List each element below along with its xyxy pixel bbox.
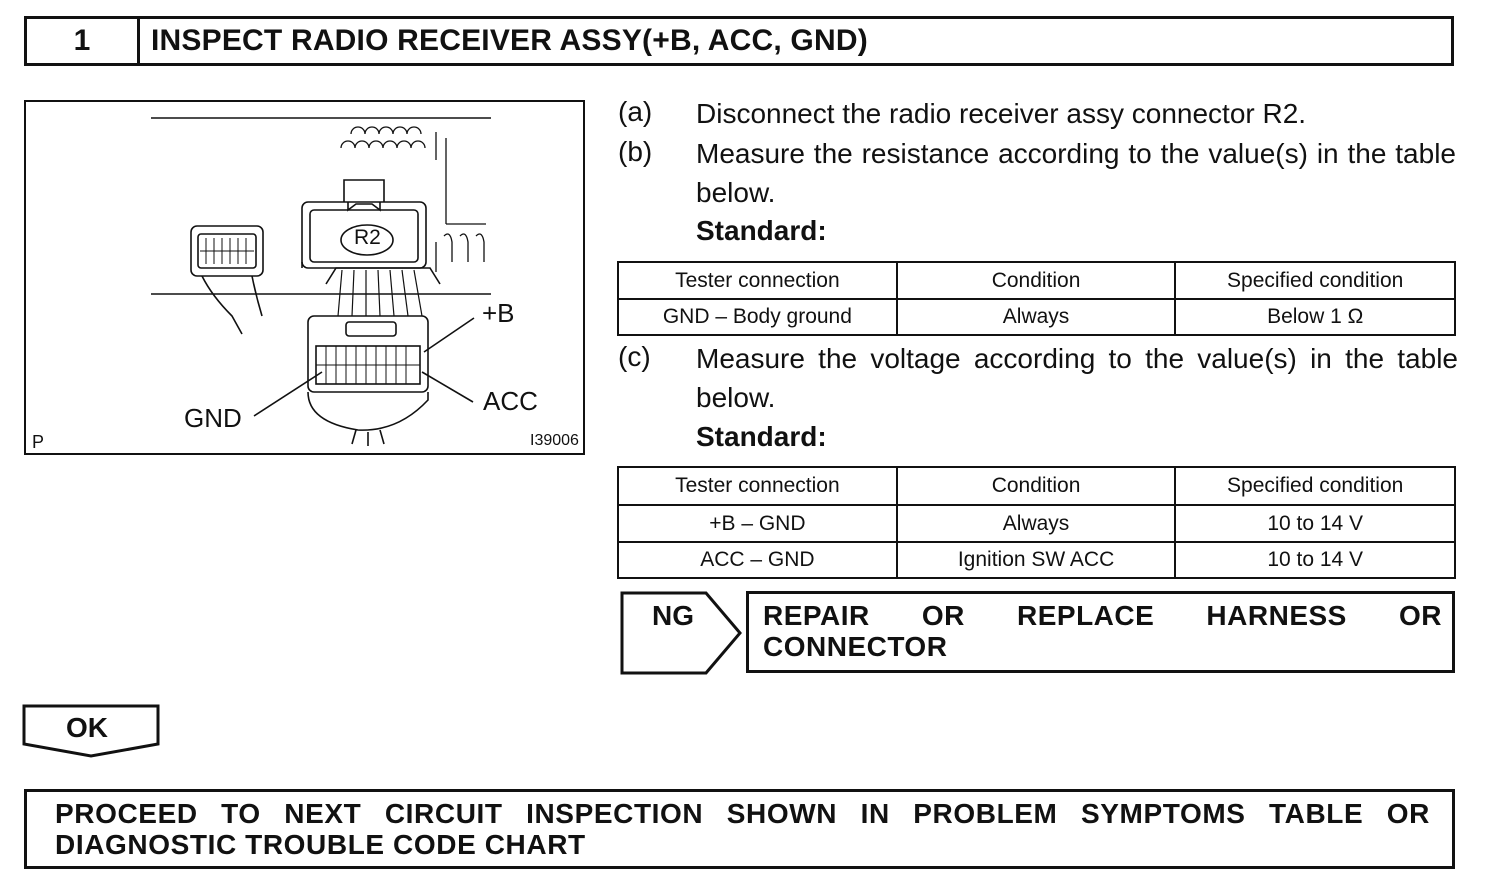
table-cell: ACC – GND [617,541,898,579]
connector-drawing [151,117,491,446]
table-cell: GND – Body ground [617,298,898,336]
ng-action-text: REPAIR OR REPLACE HARNESS OR CONNECTOR [763,600,1442,662]
step-number: 1 [27,19,140,63]
ng-action-box: REPAIR OR REPLACE HARNESS OR CONNECTOR [746,591,1455,673]
table-header: Specified condition [1174,466,1456,506]
step-c-text: Measure the voltage according to the val… [696,343,1458,413]
table-header: Specified condition [1174,261,1456,300]
step-b-letter: (b) [618,136,653,167]
step-title: INSPECT RADIO RECEIVER ASSY(+B, ACC, GND… [151,24,868,57]
table-header: Condition [895,466,1177,506]
table-header: Tester connection [617,261,898,300]
resistance-table: Tester connection Condition Specified co… [617,261,1456,336]
acc-label: ACC [483,386,538,416]
gnd-label: GND [184,403,242,433]
table-cell: Always [895,504,1177,543]
ng-label: NG [652,600,694,631]
table-header: Tester connection [617,466,898,506]
step-a-text: Disconnect the radio receiver assy conne… [696,98,1307,129]
voltage-table: Tester connection Condition Specified co… [617,466,1456,579]
next-action-box: PROCEED TO NEXT CIRCUIT INSPECTION SHOWN… [24,789,1455,869]
standard-label-resistance: Standard: [696,215,827,246]
table-cell: 10 to 14 V [1174,541,1456,579]
plus-b-label: +B [482,298,515,328]
table-cell: Below 1 Ω [1174,298,1456,336]
table-cell: Ignition SW ACC [895,541,1177,579]
step-a-letter: (a) [618,96,653,127]
step-b-text: Measure the resistance according to the … [696,138,1456,208]
ng-arrow-icon [620,591,742,675]
next-action-text: PROCEED TO NEXT CIRCUIT INSPECTION SHOWN… [55,798,1430,860]
figure-id: I39006 [530,432,579,449]
step-header: 1 INSPECT RADIO RECEIVER ASSY(+B, ACC, G… [24,16,1454,66]
standard-label-voltage: Standard: [696,421,827,452]
table-cell: Always [895,298,1177,336]
ok-arrow-icon [22,704,160,758]
figure-corner-label: P [32,432,45,452]
ok-label: OK [66,712,108,743]
table-cell: 10 to 14 V [1174,504,1456,543]
table-cell: +B – GND [617,504,898,543]
connector-r2-label: R2 [354,226,381,249]
step-c-letter: (c) [618,341,651,372]
table-header: Condition [895,261,1177,300]
connector-illustration: R2 +B ACC GND P I39006 [24,100,585,455]
